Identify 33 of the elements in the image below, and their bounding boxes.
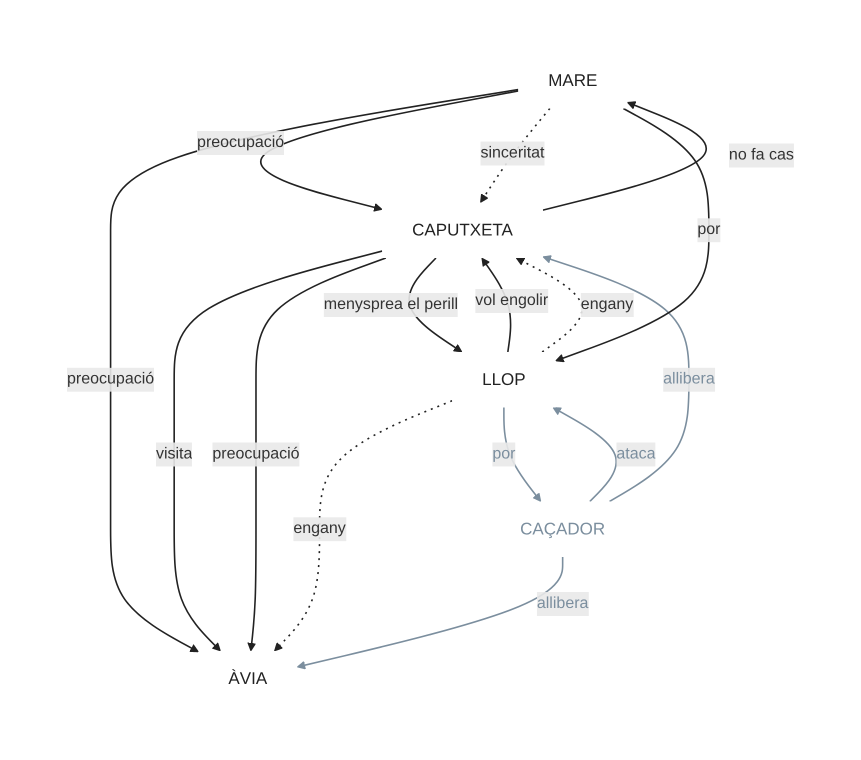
node-text: ÀVIA — [228, 669, 268, 688]
node-text: CAÇADOR — [520, 520, 606, 539]
edge-label: menysprea el perill — [324, 296, 458, 314]
arrow — [552, 407, 617, 502]
arrow — [274, 400, 452, 652]
arrow — [503, 408, 542, 502]
edge-label: visita — [156, 446, 192, 463]
edge-label: por — [697, 221, 721, 238]
node-text: LLOP — [482, 370, 526, 390]
edge-label: allibera — [663, 370, 715, 388]
edge-label: preocupació — [67, 370, 154, 388]
edge-label: engany — [293, 520, 346, 538]
arrow — [542, 101, 707, 212]
edge-label: preocupació — [197, 134, 284, 152]
edge-label: preocupació — [212, 446, 300, 463]
node-text: CAPUTXETA — [412, 220, 513, 240]
arrow — [260, 90, 518, 212]
arrow — [555, 108, 710, 363]
edge-label: ataca — [616, 446, 656, 463]
arrow — [173, 250, 382, 652]
edge-label: engany — [580, 296, 634, 314]
edge-label: no fa cas — [729, 146, 794, 164]
arrow — [480, 108, 550, 204]
node-text: MARE — [548, 71, 598, 90]
arrow — [516, 258, 583, 353]
edge-label: sinceritat — [480, 144, 545, 162]
arrow — [542, 255, 690, 502]
edge-label: por — [492, 446, 516, 463]
edge-label: allibera — [536, 595, 589, 612]
arrow — [110, 89, 518, 652]
arrow — [296, 557, 564, 670]
arrow — [247, 258, 386, 652]
edge-label: vol engolir — [475, 292, 548, 310]
